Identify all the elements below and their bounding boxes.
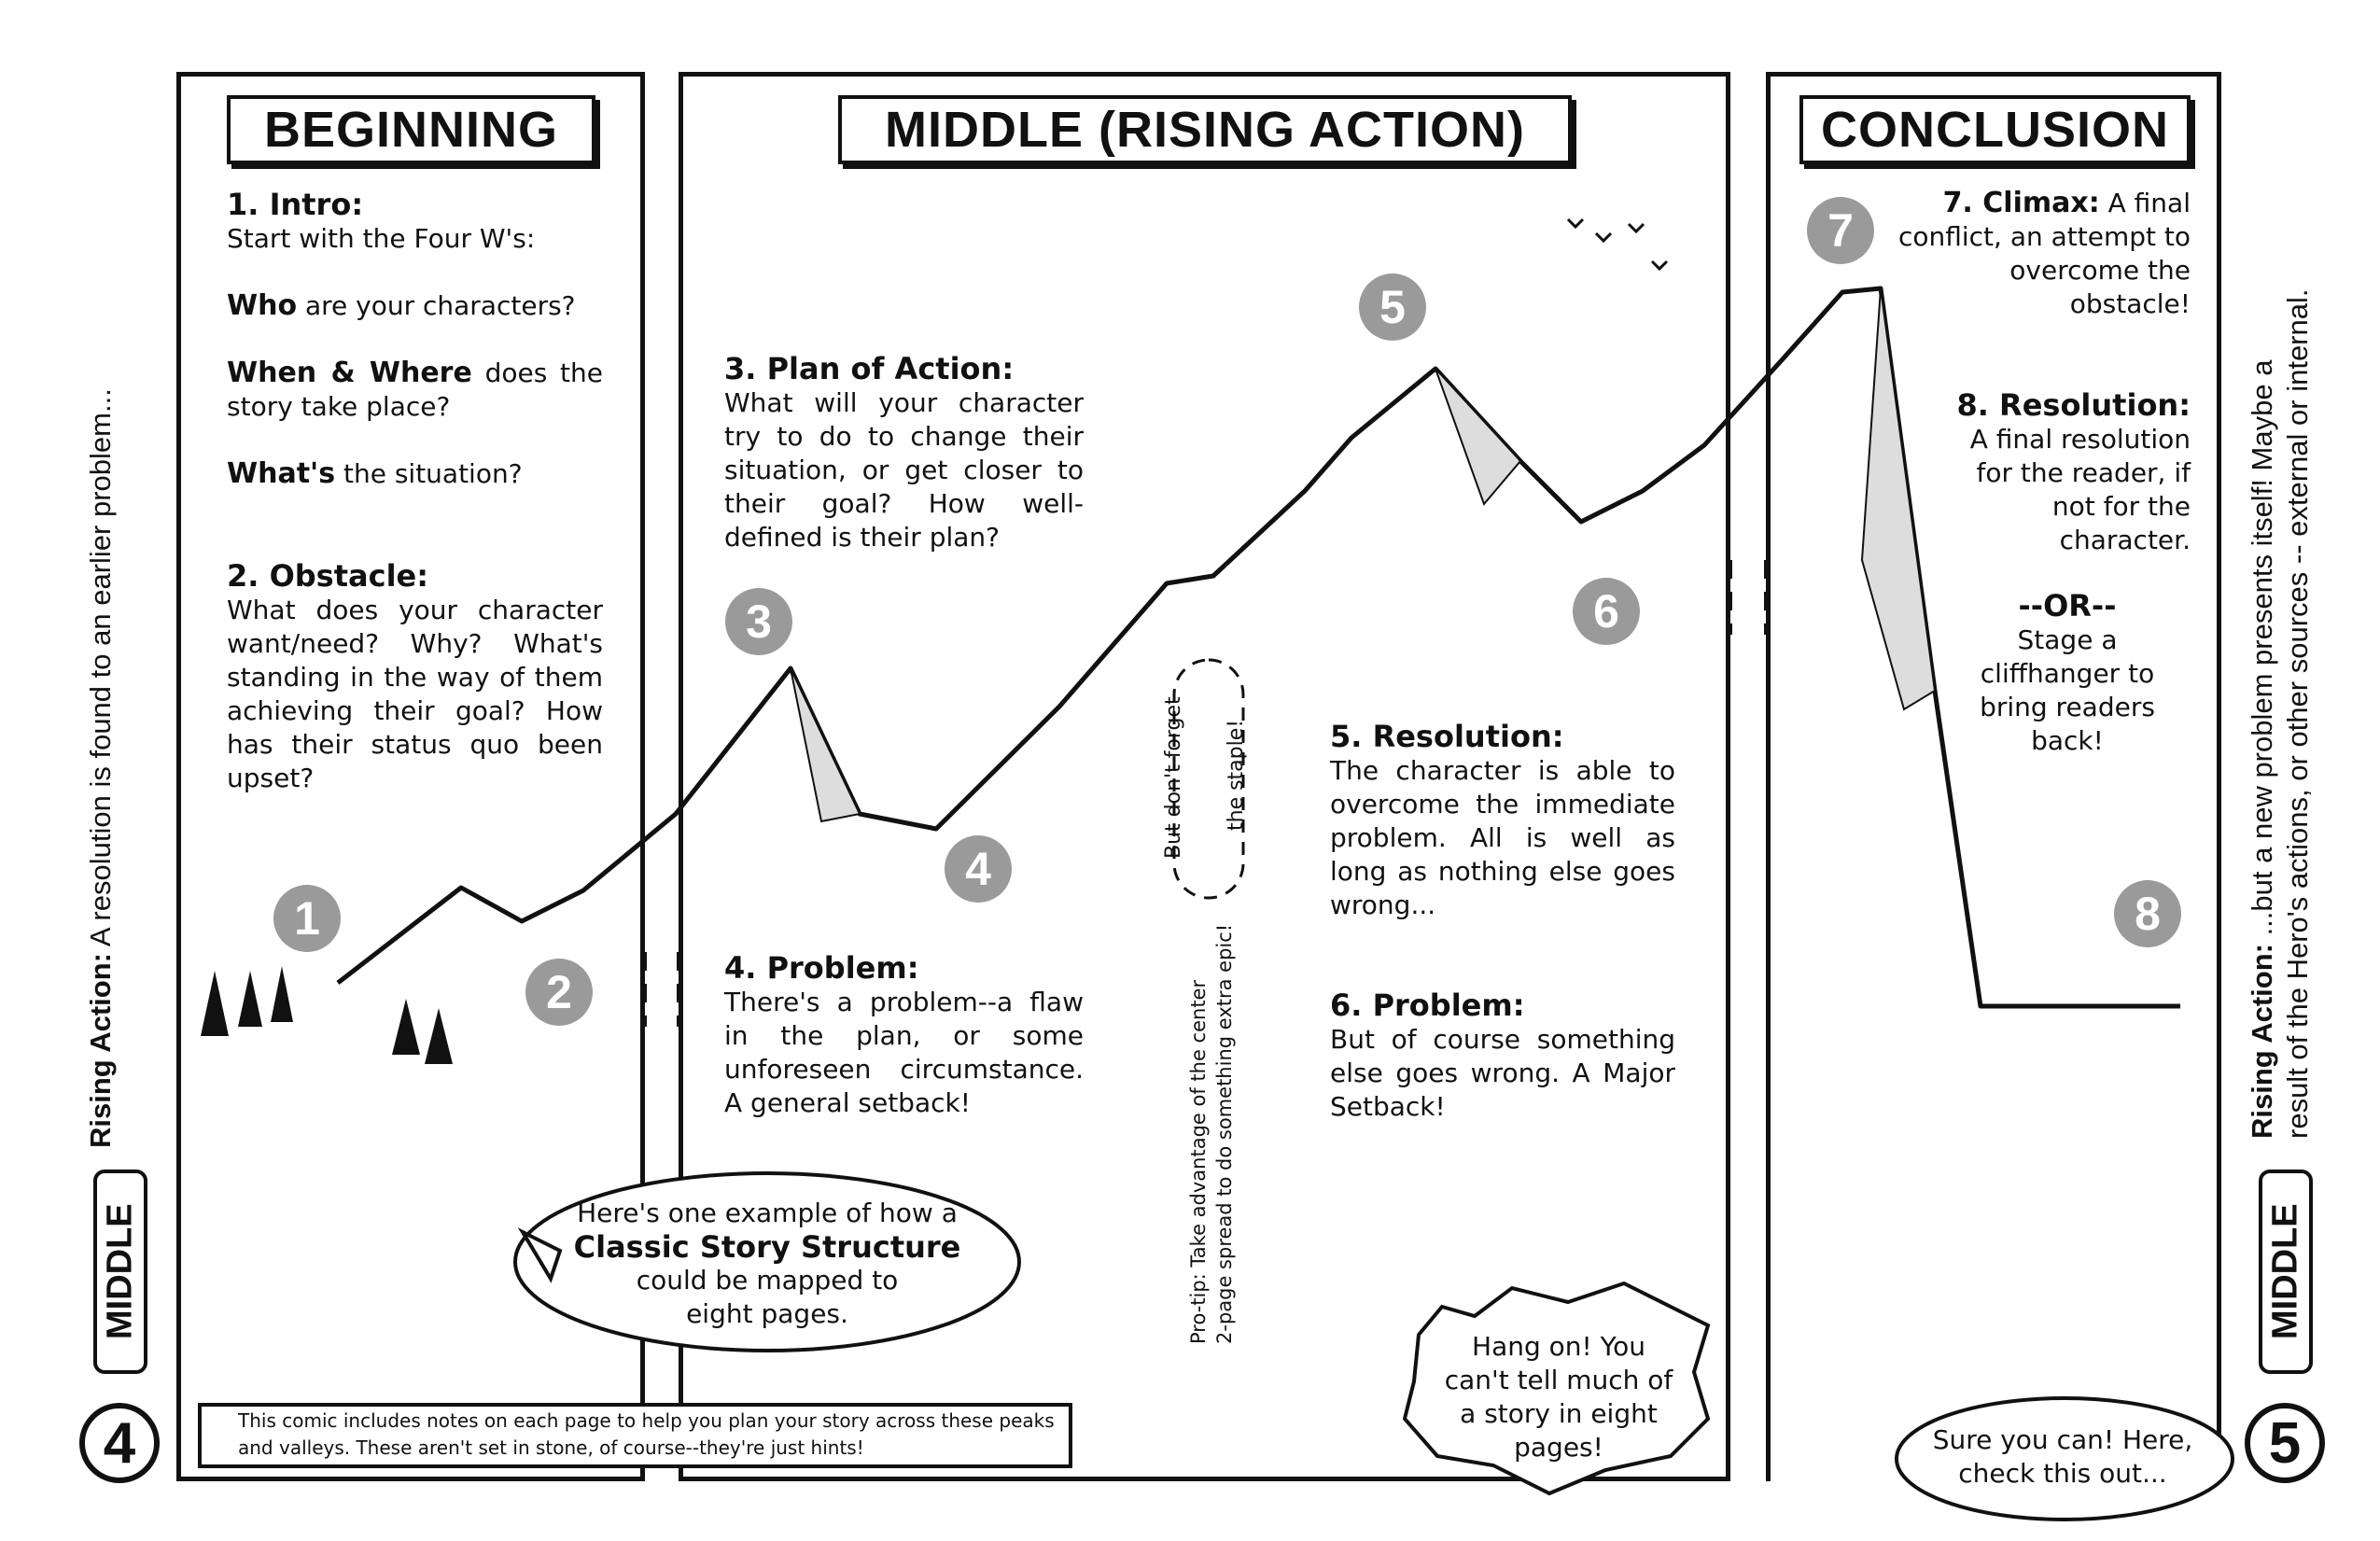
what-line: What's the situation?	[227, 457, 523, 490]
page-number-5: 5	[2245, 1403, 2325, 1483]
sure-bubble-shape	[1895, 1396, 2234, 1521]
beginning-title: BEGINNING	[227, 95, 595, 164]
example-line1: Here's one example of how a	[577, 1198, 958, 1228]
trees	[201, 966, 453, 1064]
resolution5-note: 5. Resolution: The character is able to …	[1330, 719, 1675, 922]
example-line2: could be mapped to eight pages.	[636, 1265, 899, 1329]
problem4-heading: 4. Problem:	[724, 950, 919, 986]
marker-3: 3	[725, 588, 792, 655]
gutter-dashes	[643, 560, 1768, 1027]
protip-line1: Pro-tip: Take advantage of the center	[1187, 979, 1210, 1344]
staple-outline	[1172, 658, 1245, 900]
birds	[1566, 217, 1669, 272]
peak-shading	[790, 287, 1937, 823]
resolution8-text: A final resolution for the reader, if no…	[1969, 424, 2191, 555]
resolution5-heading: 5. Resolution:	[1330, 719, 1564, 754]
right-rising-action-note: Rising Action: ...but a new problem pres…	[2246, 288, 2314, 1140]
example-bubble-shape	[513, 1171, 1021, 1352]
protip-line2: 2-page spread to do something extra epic…	[1213, 923, 1236, 1344]
resolution8-heading: 8. Resolution:	[1956, 387, 2191, 423]
problem6-note: 6. Problem: But of course something else…	[1330, 988, 1675, 1124]
sure-bubble: Sure you can! Here, check this out...	[1932, 1424, 2193, 1489]
example-bubble: Here's one example of how a Classic Stor…	[553, 1197, 982, 1331]
marker-2: 2	[525, 959, 593, 1026]
note-box: This comic includes notes on each page t…	[238, 1409, 1055, 1459]
resolution5-text: The character is able to overcome the im…	[1330, 755, 1675, 920]
staple-note-line1: But don't forget	[1162, 696, 1185, 859]
page-number-4: 4	[79, 1403, 160, 1483]
left-rising-action-note: Rising Action: A resolution is found to …	[84, 388, 117, 1148]
right-middle-tag: MIDDLE	[2259, 1170, 2313, 1374]
problem4-note: 4. Problem: There's a problem--a flaw in…	[724, 950, 1084, 1120]
plan-heading: 3. Plan of Action:	[724, 351, 1015, 386]
hang-on-bubble: Hang on! You can't tell much of a story …	[1444, 1331, 1673, 1463]
intro-heading: 1. Intro:	[227, 187, 364, 222]
beginning-notes: 1. Intro: Start with the Four W's: Who a…	[227, 187, 603, 795]
middle-title: MIDDLE (RISING ACTION)	[838, 95, 1572, 164]
when-line: When & Where does the story take place?	[227, 357, 603, 422]
who-line: Who are your characters?	[227, 289, 576, 322]
climax-text: 7. Climax: A final conflict, an attempt …	[1897, 187, 2191, 319]
plan-note: 3. Plan of Action: What will your charac…	[724, 351, 1084, 554]
staple-note-line2: the staple!	[1225, 719, 1248, 831]
climax-note: 7. Climax: A final conflict, an attempt …	[1895, 187, 2191, 321]
problem4-text: There's a problem--a flaw in the plan, o…	[724, 987, 1084, 1118]
obstacle-heading: 2. Obstacle:	[227, 558, 429, 594]
cliffhanger-text: Stage a cliffhanger to bring readers bac…	[1980, 624, 2155, 756]
intro-text: Start with the Four W's:	[227, 223, 536, 254]
beginning-panel	[176, 72, 645, 1481]
middle-panel	[679, 72, 1730, 1481]
example-bold: Classic Story Structure	[573, 1229, 961, 1265]
obstacle-text: What does your character want/need? Why?…	[227, 595, 603, 793]
marker-5: 5	[1359, 273, 1426, 341]
problem6-heading: 6. Problem:	[1330, 988, 1525, 1023]
left-middle-tag: MIDDLE	[93, 1170, 147, 1374]
cliffhanger-note: --OR-- Stage a cliffhanger to bring read…	[1969, 588, 2165, 758]
conclusion-title: CONCLUSION	[1799, 95, 2191, 164]
or-divider: --OR--	[2018, 588, 2117, 623]
marker-1: 1	[273, 885, 341, 952]
resolution8-note: 8. Resolution: A final resolution for th…	[1941, 387, 2191, 557]
marker-7: 7	[1807, 197, 1874, 264]
conclusion-panel	[1766, 72, 2221, 1481]
hang-on-bubble-shape	[1402, 1281, 1711, 1496]
marker-6: 6	[1573, 578, 1640, 645]
plan-text: What will your character try to do to ch…	[724, 387, 1084, 553]
marker-8: 8	[2114, 880, 2181, 947]
mountain-outline	[336, 286, 2180, 1009]
marker-4: 4	[945, 835, 1012, 903]
note-box-shape	[198, 1403, 1072, 1468]
problem6-text: But of course something else goes wrong.…	[1330, 1024, 1675, 1122]
